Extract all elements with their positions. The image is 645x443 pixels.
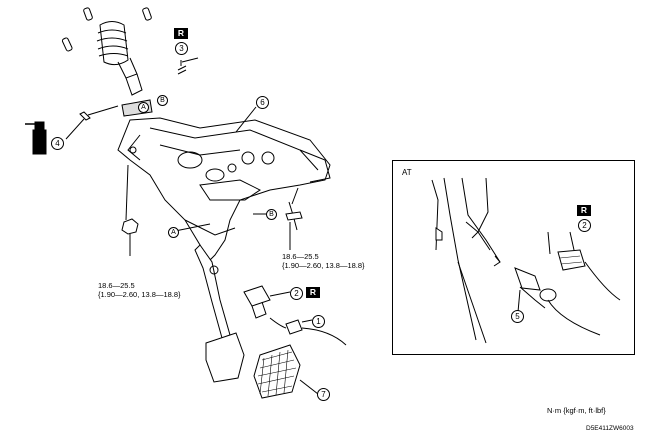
callout-6: 6 bbox=[256, 96, 269, 109]
torque-spec-left: 18.6—25.5 {1.90—2.60, 13.8—18.8} bbox=[98, 281, 181, 300]
pedal-pad bbox=[205, 332, 245, 383]
bolt-right bbox=[285, 187, 303, 250]
letter-a-lower: A bbox=[168, 227, 179, 238]
at-replace-mark: R bbox=[577, 205, 591, 216]
callout-1: 1 bbox=[312, 315, 325, 328]
torque-right-value: 18.6—25.5 bbox=[282, 252, 319, 261]
pin-top-left bbox=[83, 7, 93, 21]
figure-code: D5E411ZW6003 bbox=[586, 425, 634, 432]
callout-7: 7 bbox=[317, 388, 330, 401]
letter-a-upper: A bbox=[138, 102, 149, 113]
torque-spec-right: 18.6—25.5 {1.90—2.60, 13.8—18.8} bbox=[282, 252, 365, 271]
at-detail-linework bbox=[431, 177, 621, 344]
pedal-arm bbox=[184, 219, 245, 383]
callout-2: 2 bbox=[290, 287, 303, 300]
clip-3 bbox=[177, 65, 187, 75]
pedal-pad-rubber-7 bbox=[253, 344, 319, 399]
bellows-boot bbox=[96, 21, 143, 96]
screw-4 bbox=[65, 105, 119, 140]
pin-top-right bbox=[142, 7, 152, 21]
replace-mark-3: R bbox=[174, 28, 188, 39]
at-detail-box bbox=[392, 160, 635, 355]
callout-4: 4 bbox=[51, 137, 64, 150]
leader-3 bbox=[181, 57, 199, 63]
callout-3: 3 bbox=[175, 42, 188, 55]
at-callout-2: 2 bbox=[578, 219, 591, 232]
leader-6 bbox=[235, 106, 257, 133]
torque-right-alt: {1.90—2.60, 13.8—18.8} bbox=[282, 261, 365, 271]
replace-mark-2: R bbox=[306, 287, 320, 298]
connector-1 bbox=[269, 317, 347, 346]
brake-switch-2 bbox=[243, 285, 291, 319]
units-note: N·m {kgf·m, ft·lbf} bbox=[547, 406, 606, 415]
at-callout-5: 5 bbox=[511, 310, 524, 323]
pin-left bbox=[61, 37, 73, 52]
nut-left bbox=[121, 164, 139, 256]
at-label: AT bbox=[402, 168, 412, 177]
torque-left-value: 18.6—25.5 bbox=[98, 281, 135, 290]
torque-left-alt: {1.90—2.60, 13.8—18.8} bbox=[98, 290, 181, 300]
pedal-bracket bbox=[117, 117, 331, 266]
adhesive-bottle bbox=[25, 121, 47, 155]
letter-b-upper: B bbox=[157, 95, 168, 106]
letter-b-lower: B bbox=[266, 209, 277, 220]
